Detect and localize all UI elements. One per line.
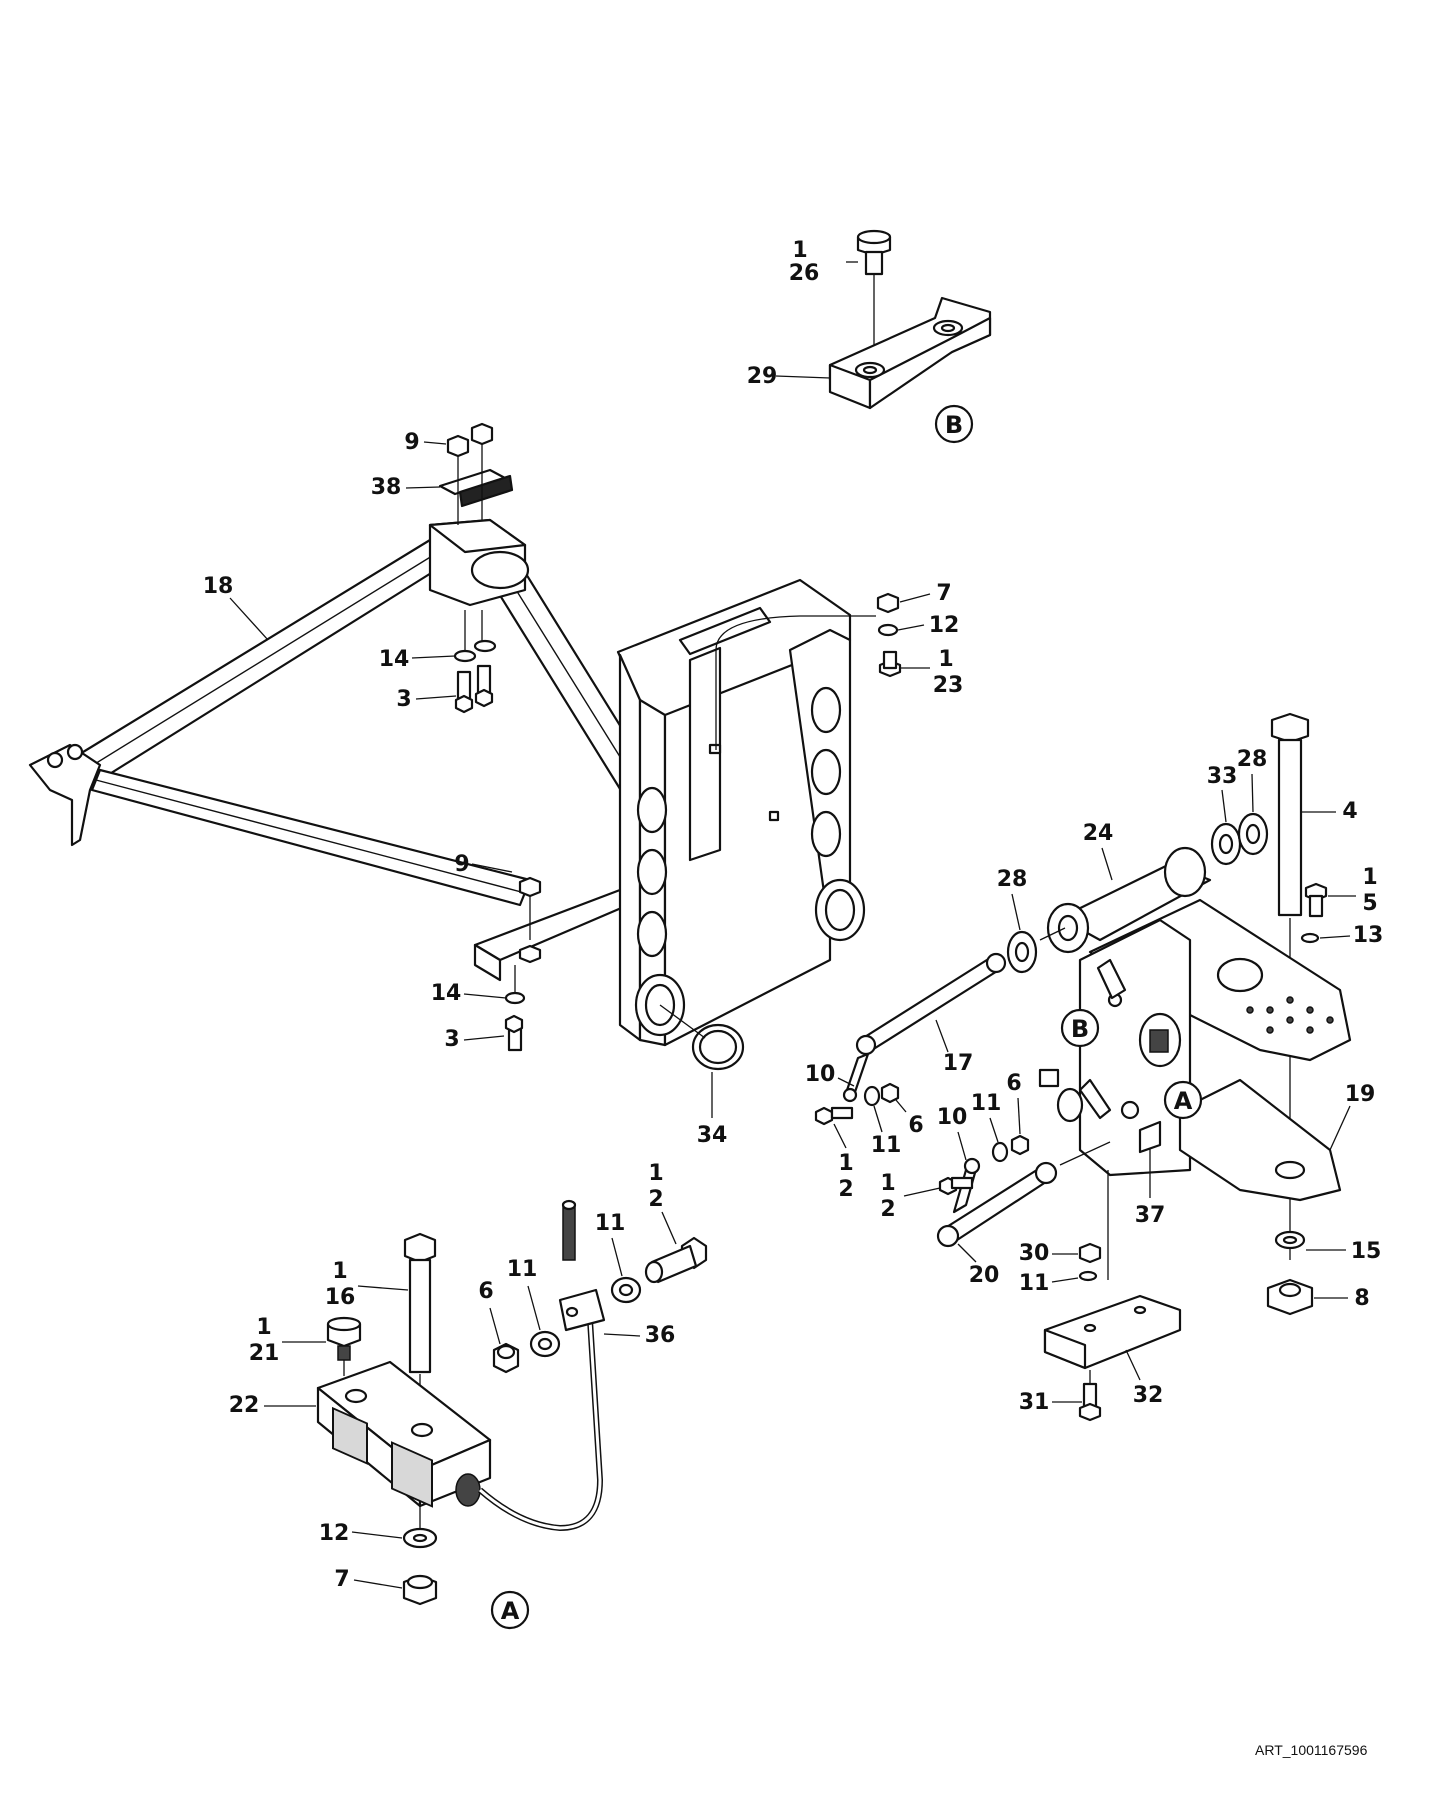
- upright-bracket: [616, 578, 866, 1047]
- label-28-right: 28: [1237, 747, 1268, 772]
- callout-b-mount: B: [1071, 1015, 1089, 1043]
- label-29: 29: [747, 364, 778, 389]
- pin-17: [814, 927, 1066, 1126]
- callout-b-top: B: [945, 411, 963, 439]
- bolt-26: [856, 229, 892, 358]
- label-38: 38: [371, 475, 402, 500]
- plate-29: [828, 296, 992, 410]
- bracket-hardware: [504, 592, 902, 1052]
- label-3-mid: 3: [444, 1027, 459, 1052]
- label-5-qty: 1: [1362, 865, 1377, 890]
- label-10-left: 10: [805, 1062, 836, 1087]
- label-18: 18: [203, 574, 234, 599]
- label-4: 4: [1342, 799, 1357, 824]
- label-26: 26: [789, 261, 820, 286]
- callout-b-circle: [934, 404, 974, 444]
- mount-assembly: [1038, 712, 1352, 1260]
- label-13: 13: [1353, 923, 1384, 948]
- label-9-mid: 9: [454, 852, 469, 877]
- label-21-qty: 1: [256, 1315, 271, 1340]
- label-21: 21: [249, 1341, 280, 1366]
- label-14-top: 14: [379, 647, 410, 672]
- label-2-left-qty: 1: [838, 1151, 853, 1176]
- callout-a-bottom: A: [501, 1597, 520, 1625]
- label-11-a1: 11: [595, 1211, 626, 1236]
- label-6-right: 6: [1006, 1071, 1021, 1096]
- label-34: 34: [697, 1123, 728, 1148]
- label-2-right: 2: [880, 1197, 895, 1222]
- callout-a-mount: A: [1174, 1087, 1193, 1115]
- detail-b-plate-assembly: B 1 26 29: [747, 229, 992, 444]
- label-6-left: 6: [908, 1113, 923, 1138]
- label-6-a: 6: [478, 1279, 493, 1304]
- label-16: 16: [325, 1285, 356, 1310]
- label-2-top-qty: 1: [648, 1161, 663, 1186]
- label-16-qty: 1: [332, 1259, 347, 1284]
- label-11-a2: 11: [507, 1257, 538, 1282]
- label-24: 24: [1083, 821, 1114, 846]
- label-19: 19: [1345, 1082, 1376, 1107]
- label-2-right-qty: 1: [880, 1171, 895, 1196]
- label-26-qty: 1: [792, 238, 807, 263]
- label-37: 37: [1135, 1203, 1166, 1228]
- label-30: 30: [1019, 1241, 1050, 1266]
- label-5: 5: [1362, 891, 1377, 916]
- label-11-right: 11: [971, 1091, 1002, 1116]
- detail-a-load-cell-assembly: [316, 1199, 708, 1606]
- label-12-top: 12: [929, 613, 960, 638]
- a-frame-18: [28, 518, 662, 982]
- label-7-top: 7: [936, 581, 951, 606]
- label-32: 32: [1133, 1383, 1164, 1408]
- label-11-low: 11: [1019, 1271, 1050, 1296]
- label-33: 33: [1207, 764, 1238, 789]
- mount-lower-hardware: [1043, 1170, 1314, 1422]
- label-20: 20: [969, 1263, 1000, 1288]
- label-23-qty: 1: [938, 647, 953, 672]
- label-2-top: 2: [648, 1187, 663, 1212]
- label-9-top: 9: [404, 430, 419, 455]
- label-7-bottom: 7: [334, 1567, 349, 1592]
- label-28-left: 28: [997, 867, 1028, 892]
- label-15: 15: [1351, 1239, 1382, 1264]
- label-23: 23: [933, 673, 964, 698]
- label-11-left: 11: [871, 1133, 902, 1158]
- label-10-right: 10: [937, 1105, 968, 1130]
- label-14-mid: 14: [431, 981, 462, 1006]
- label-17: 17: [943, 1051, 974, 1076]
- callout-a-mount-circle: [1163, 1080, 1203, 1120]
- label-12-bottom: 12: [319, 1521, 350, 1546]
- label-2-left: 2: [838, 1177, 853, 1202]
- label-8: 8: [1354, 1286, 1369, 1311]
- top-hardware: [438, 422, 514, 714]
- end-cap-34: [659, 1004, 745, 1071]
- callout-a-bottom-circle: [490, 1590, 530, 1630]
- label-22: 22: [229, 1393, 260, 1418]
- pin-20: [936, 1134, 1111, 1248]
- art-id: ART_1001167596: [1255, 1742, 1368, 1758]
- label-31: 31: [1019, 1390, 1050, 1415]
- label-3-top: 3: [396, 687, 411, 712]
- callout-b-mount-circle: [1060, 1008, 1100, 1048]
- label-36: 36: [645, 1323, 676, 1348]
